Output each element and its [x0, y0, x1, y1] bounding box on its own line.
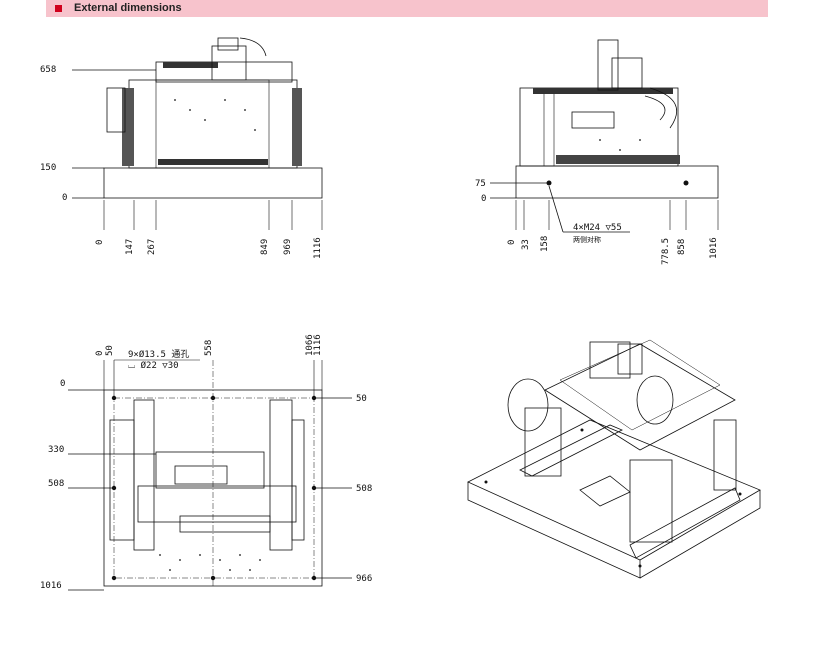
callout-sub: 两侧对称 [573, 235, 601, 244]
dim-b1116: 1116 [313, 237, 323, 259]
dim-r966: 966 [356, 574, 372, 584]
dim-l508: 508 [48, 479, 64, 489]
dim-r50: 50 [356, 394, 367, 404]
section-header: External dimensions [46, 0, 768, 17]
dim-0: 0 [62, 193, 67, 203]
dim-s158: 158 [540, 236, 550, 252]
dim-t558: 558 [204, 340, 214, 356]
front-view-labels: 658 150 0 0 147 267 849 969 1116 [40, 65, 323, 259]
dim-s858: 858 [677, 239, 687, 255]
top-view [68, 359, 352, 591]
dim-b147: 147 [125, 239, 135, 255]
dim-75: 75 [475, 179, 486, 189]
dim-s0: 0 [507, 240, 517, 245]
dim-side-0: 0 [481, 194, 486, 204]
callout-counterbore: ⌴ Ø22 ▽30 [128, 360, 179, 371]
dim-t50: 50 [105, 345, 115, 356]
callout-hole: 9×Ø13.5 通孔 [128, 349, 189, 360]
dim-t1116: 1116 [313, 334, 323, 356]
dim-b0: 0 [95, 240, 105, 245]
top-view-labels: 0 50 558 1066 1116 0 330 508 1016 50 508… [40, 334, 372, 591]
dim-b267: 267 [147, 239, 157, 255]
dim-l0: 0 [60, 379, 65, 389]
dim-s33: 33 [521, 239, 531, 250]
side-view [490, 39, 719, 233]
side-view-labels: 75 0 0 33 158 778.5 858 1016 4×M24 ▽55 两… [475, 179, 719, 265]
section-title: External dimensions [74, 2, 182, 14]
front-view [72, 37, 323, 230]
dim-l1016: 1016 [40, 581, 62, 591]
dim-658: 658 [40, 65, 56, 75]
callout-thread: 4×M24 ▽55 [573, 223, 622, 233]
dim-r508: 508 [356, 484, 372, 494]
dim-s1016: 1016 [709, 237, 719, 259]
dim-t1066: 1066 [305, 334, 315, 356]
header-bullet-icon [55, 5, 62, 12]
dim-b849: 849 [260, 239, 270, 255]
dim-b969: 969 [283, 239, 293, 255]
dim-s778: 778.5 [661, 238, 671, 265]
dim-t0: 0 [95, 351, 105, 356]
dim-l330: 330 [48, 445, 64, 455]
isometric-view [467, 339, 761, 579]
dim-150: 150 [40, 163, 56, 173]
